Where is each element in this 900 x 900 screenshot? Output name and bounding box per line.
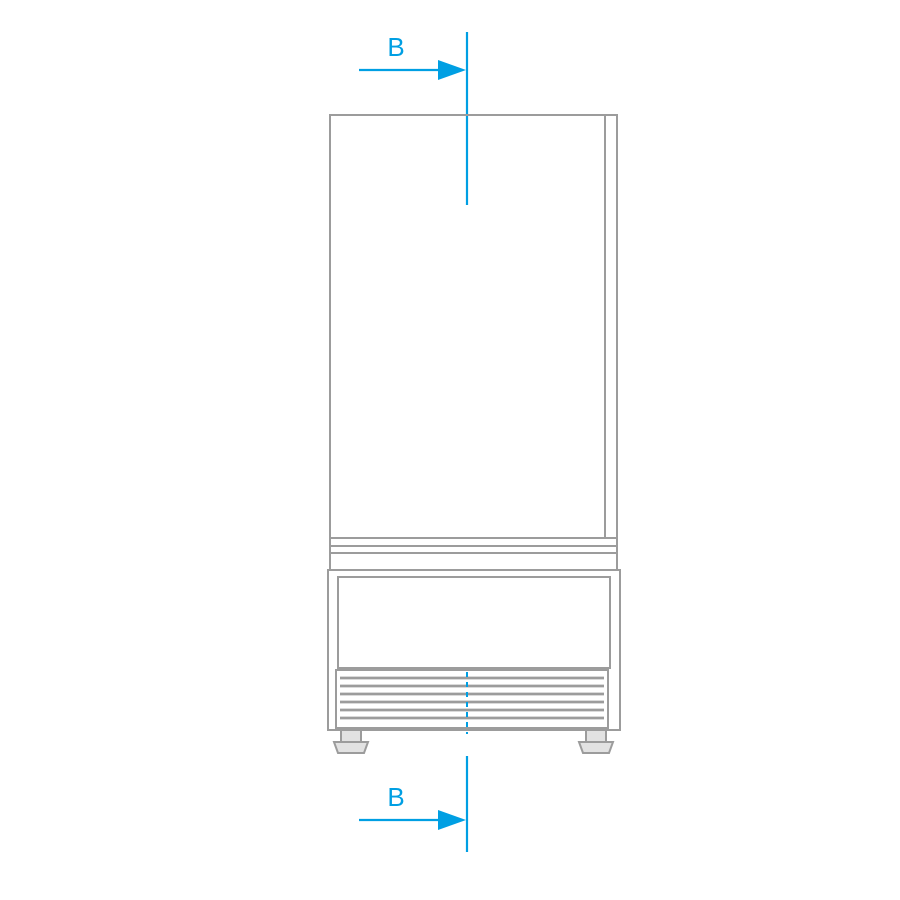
foot-left bbox=[332, 729, 370, 754]
ventilation-grille bbox=[335, 669, 609, 729]
section-label-top: B bbox=[387, 32, 404, 62]
section-mark-top: B bbox=[359, 32, 469, 205]
section-arrow-head-top bbox=[438, 60, 466, 80]
cabinet-outline bbox=[327, 114, 621, 754]
lower-cabinet-body bbox=[327, 569, 621, 731]
lower-panel-inset bbox=[337, 576, 611, 669]
foot-right-stem bbox=[585, 729, 607, 743]
foot-right-pad bbox=[577, 741, 615, 754]
foot-left-stem bbox=[340, 729, 362, 743]
section-label-bottom: B bbox=[387, 782, 404, 812]
foot-right bbox=[577, 729, 615, 754]
upper-door-panel bbox=[329, 114, 618, 539]
section-mark-bottom: B bbox=[359, 756, 469, 852]
grille-frame bbox=[335, 669, 609, 729]
section-arrow-head-bottom bbox=[438, 810, 466, 830]
foot-left-pad bbox=[332, 741, 370, 754]
